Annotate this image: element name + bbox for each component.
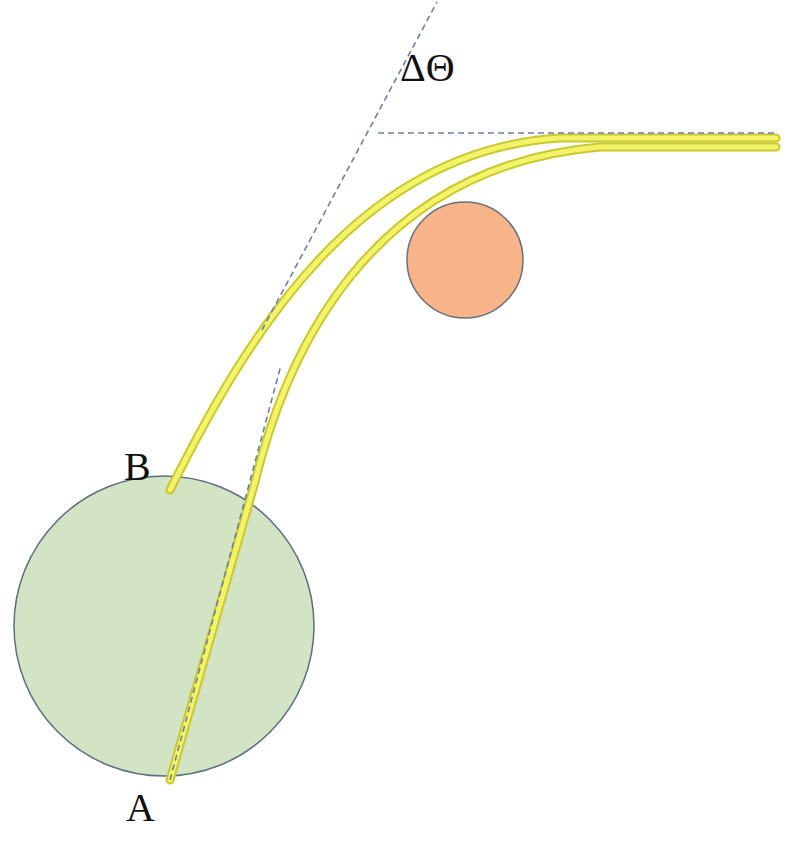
point-label: A	[126, 788, 155, 828]
angle-label: ΔΘ	[400, 48, 455, 88]
horizontal-dashed-line	[378, 132, 776, 134]
straight-path-dashed-line	[170, 365, 281, 780]
point-label: B	[124, 447, 151, 487]
sun-disc	[407, 202, 523, 318]
earth-disc	[14, 476, 314, 776]
light-ray-a	[170, 147, 776, 780]
light-ray-a-edge	[170, 147, 776, 780]
